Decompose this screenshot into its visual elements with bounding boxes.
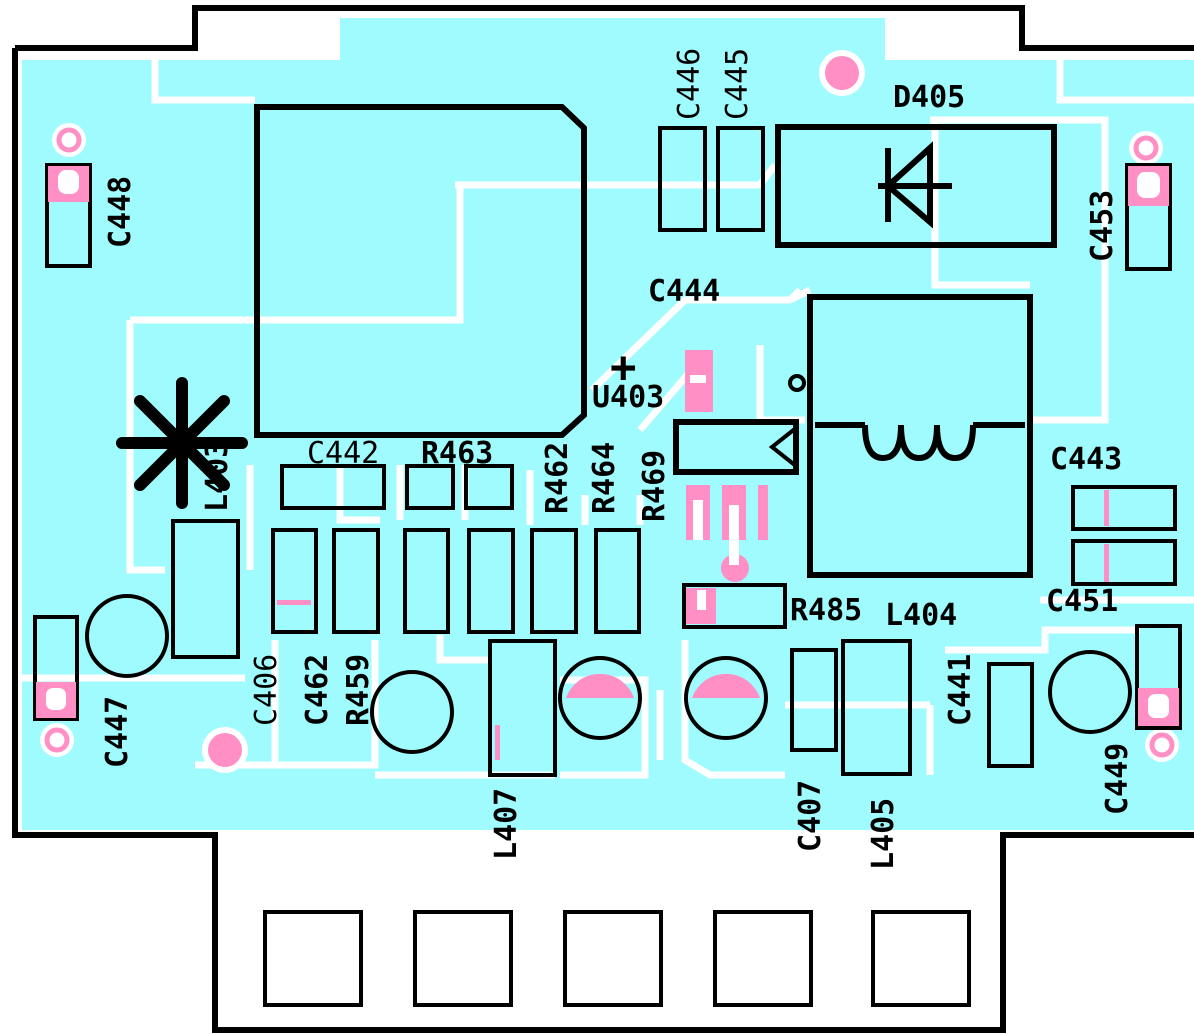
label-r463: R463	[421, 436, 493, 471]
cap-c441	[987, 662, 1034, 768]
cap-c447	[33, 615, 79, 721]
resistor-r485	[682, 583, 787, 629]
cap-c453	[1125, 163, 1172, 271]
resistor-r469	[594, 528, 641, 634]
resistor-r462	[467, 528, 515, 634]
burst-mark	[116, 377, 248, 509]
cap-c462	[332, 528, 380, 634]
label-c445: C445	[720, 48, 755, 120]
cap-c448	[45, 163, 92, 268]
label-c407: C407	[793, 780, 828, 852]
board-outline	[12, 5, 1194, 1033]
copper-area	[22, 18, 1194, 830]
pad-u403-gap	[690, 375, 706, 383]
label-c443: C443	[1050, 442, 1122, 477]
resistor-r464	[530, 528, 578, 634]
label-c451: C451	[1046, 584, 1118, 619]
inductor-l403	[171, 519, 240, 659]
cap-c445	[716, 126, 765, 232]
label-c449: C449	[1100, 743, 1135, 815]
round-part-l407	[558, 656, 642, 740]
cap-c451	[1071, 539, 1177, 586]
via-rings	[40, 123, 1179, 762]
diode-d405	[775, 124, 1057, 248]
label-u403: U403	[592, 380, 664, 415]
label-d405: D405	[893, 80, 965, 115]
label-r464: R464	[587, 442, 622, 514]
resistor-r463-a	[405, 464, 455, 510]
round-part-c449	[1048, 650, 1132, 734]
label-r459: R459	[341, 654, 376, 726]
label-c453: C453	[1085, 190, 1120, 262]
resistor-r459	[403, 528, 450, 634]
label-c446: C446	[672, 48, 707, 120]
label-l405: L405	[866, 798, 901, 870]
round-part-r459	[370, 670, 454, 754]
cap-c407	[790, 648, 838, 752]
label-c462: C462	[300, 654, 335, 726]
label-r462: R462	[540, 442, 575, 514]
label-c447: C447	[100, 696, 135, 768]
inductor-l404	[788, 294, 1033, 578]
label-c441: C441	[943, 654, 978, 726]
resistor-r463-b	[464, 464, 514, 510]
label-c444: C444	[648, 274, 720, 309]
inductor-l405	[841, 639, 912, 776]
polarity-plus: +	[610, 342, 637, 393]
label-c442: C442	[307, 436, 379, 471]
label-l404: L404	[885, 598, 957, 633]
inductor-l407	[488, 639, 557, 777]
label-c406: C406	[249, 654, 284, 726]
label-r469: R469	[637, 450, 672, 522]
connector-pads	[263, 910, 971, 1007]
cap-c443	[1071, 485, 1177, 531]
cap-c446	[658, 126, 707, 232]
sot-component	[673, 419, 799, 475]
round-part-c407	[684, 656, 768, 740]
sot-pads	[686, 485, 768, 565]
cap-c406	[271, 528, 318, 634]
cap-c442	[280, 464, 386, 510]
label-r485: R485	[790, 593, 862, 628]
round-part-c447	[85, 594, 169, 678]
label-l403: L403	[200, 440, 235, 512]
cap-c449	[1135, 624, 1182, 730]
ic-u403	[254, 104, 587, 438]
label-c448: C448	[103, 176, 138, 248]
label-l407: L407	[489, 788, 524, 860]
mounting-holes	[202, 50, 865, 773]
